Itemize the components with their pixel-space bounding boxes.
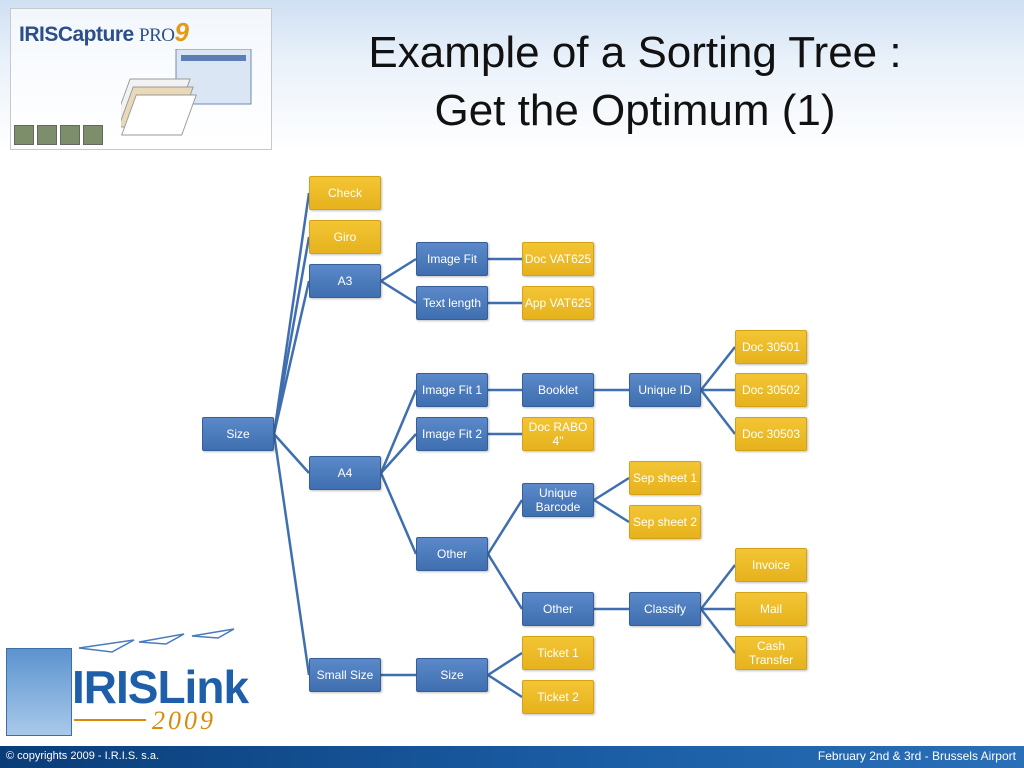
tree-edge [379, 389, 418, 474]
footer-event: February 2nd & 3rd - Brussels Airport [817, 749, 1016, 763]
tree-edge [272, 192, 311, 435]
node-app-vat625: App VAT625 [522, 286, 594, 320]
tree-edge [380, 433, 417, 474]
footer-bar: © copyrights 2009 - I.R.I.S. s.a. Februa… [0, 746, 1024, 768]
node-a4-other: Other [416, 537, 488, 571]
tree-edge [272, 280, 311, 435]
tree-edge [593, 498, 630, 524]
tree-edge [380, 257, 417, 283]
node-unique-id: Unique ID [629, 373, 701, 407]
node-size: Size [202, 417, 274, 451]
iriscapture-wordmark: IRISCapture [19, 23, 134, 46]
irislink-rule [74, 719, 146, 721]
tree-edge [487, 673, 523, 699]
title-line-1: Example of a Sorting Tree : [368, 28, 902, 77]
tree-edge [486, 553, 524, 610]
paper-plane-photo [6, 648, 72, 736]
irislink-year: 2009 [152, 706, 216, 735]
iriscapture-nine: 9 [174, 17, 189, 47]
node-image-fit-2: Image Fit 2 [416, 417, 488, 451]
tree-edge [380, 279, 417, 305]
node-doc-30502: Doc 30502 [735, 373, 807, 407]
tree-edge [700, 346, 736, 391]
thumbnail-icon [37, 125, 57, 145]
title-line-2: Get the Optimum (1) [434, 86, 836, 135]
irislink-wordmark: IRISLink [72, 661, 249, 713]
thumbnail-icon [83, 125, 103, 145]
footer-copyright: © copyrights 2009 - I.R.I.S. s.a. [6, 750, 160, 762]
node-a3-image-fit: Image Fit [416, 242, 488, 276]
slide-title: Example of a Sorting Tree : Get the Opti… [330, 24, 940, 140]
tree-edge [593, 476, 630, 502]
iriscapture-brand: IRISCapture PRO9 [19, 17, 189, 48]
iriscapture-logo: IRISCapture PRO9 [10, 8, 272, 150]
node-giro: Giro [309, 220, 381, 254]
node-mail: Mail [735, 592, 807, 626]
irislink-logo: IRISLink 2009 [4, 626, 249, 738]
tree-edge [700, 608, 736, 654]
tree-edge [272, 236, 311, 435]
tree-edge [700, 564, 736, 610]
node-ticket-1: Ticket 1 [522, 636, 594, 670]
document-stack-icon [121, 49, 252, 136]
paper-planes-icon [78, 628, 235, 653]
node-a4: A4 [309, 456, 381, 490]
node-booklet: Booklet [522, 373, 594, 407]
tree-edge [273, 433, 310, 474]
node-unique-barcode: Unique Barcode [522, 483, 594, 517]
iriscapture-pro: PRO [139, 25, 175, 46]
node-sep-sheet-1: Sep sheet 1 [629, 461, 701, 495]
node-doc-30503: Doc 30503 [735, 417, 807, 451]
node-doc-vat625: Doc VAT625 [522, 242, 594, 276]
node-image-fit-1: Image Fit 1 [416, 373, 488, 407]
tree-edge [487, 651, 523, 677]
node-sep-sheet-2: Sep sheet 2 [629, 505, 701, 539]
thumbnail-strip [14, 125, 106, 150]
node-small-size: Small Size [309, 658, 381, 692]
node-doc-30501: Doc 30501 [735, 330, 807, 364]
thumbnail-icon [60, 125, 80, 145]
node-a3-text-length: Text length [416, 286, 488, 320]
node-check: Check [309, 176, 381, 210]
node-classify: Classify [629, 592, 701, 626]
node-cash-transfer: Cash Transfer [735, 636, 807, 670]
tree-edge [700, 389, 736, 435]
node-doc-rabo: Doc RABO 4" [522, 417, 594, 451]
tree-edge [379, 472, 418, 555]
tree-edge [272, 433, 311, 676]
tree-edge [486, 499, 524, 555]
node-invoice: Invoice [735, 548, 807, 582]
node-small-size-size: Size [416, 658, 488, 692]
thumbnail-icon [14, 125, 34, 145]
node-ticket-2: Ticket 2 [522, 680, 594, 714]
node-other-other: Other [522, 592, 594, 626]
node-a3: A3 [309, 264, 381, 298]
